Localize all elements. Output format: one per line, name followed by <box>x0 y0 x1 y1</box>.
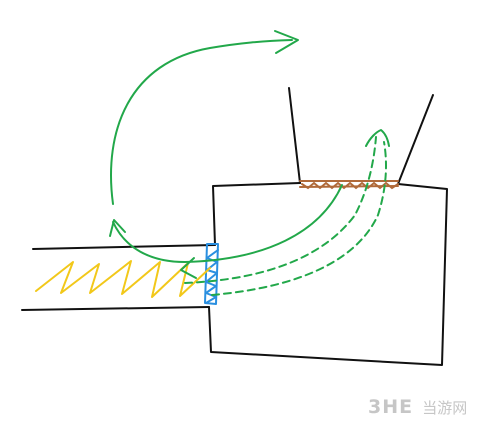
blue-hatch-border <box>204 243 219 305</box>
green-flow-arrowhead-left-icon <box>180 257 197 279</box>
watermark: 3HE 当游网 <box>368 396 467 418</box>
funnel-right-line <box>397 94 434 185</box>
green-dashed-path-lower <box>211 141 387 296</box>
green-dashed-arrows <box>184 136 387 296</box>
left-channel-bottom-edge <box>21 306 210 311</box>
green-arc-path <box>110 39 293 205</box>
solid_arrow-icon <box>274 30 299 54</box>
brown-hatch <box>299 180 399 190</box>
watermark-text: 当游网 <box>422 399 468 417</box>
yellow-zigzag <box>35 260 211 298</box>
brown-hatch-scribble <box>301 181 399 190</box>
dashed_arrow-icon <box>365 129 390 147</box>
top-funnel <box>288 87 434 185</box>
right-box-outline <box>208 182 448 366</box>
green-flow-path <box>112 184 343 263</box>
left-channel <box>21 244 216 311</box>
green-solid-arc-arrow <box>110 30 299 205</box>
funnel-left-line <box>288 87 301 184</box>
watermark-logo: 3HE <box>368 396 414 418</box>
green-dashed-path-upper <box>184 136 377 284</box>
right-box <box>208 182 448 366</box>
green-flow-arrowhead-icon <box>109 219 126 237</box>
left-channel-top-edge <box>32 244 216 250</box>
green-solid-flow-arrow <box>109 184 343 279</box>
